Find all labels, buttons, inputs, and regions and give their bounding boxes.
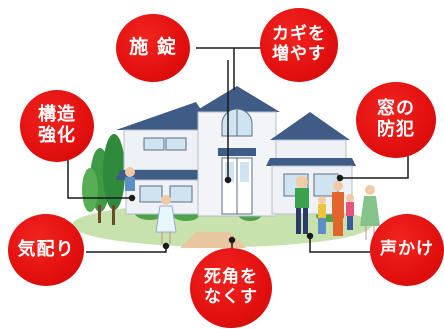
house-center	[194, 86, 280, 217]
resident-neighbor-left	[125, 167, 135, 191]
tip-attention-label: 気配り	[17, 238, 75, 260]
leader-lines	[67, 47, 409, 262]
resident-woman-dress	[155, 195, 177, 244]
leader-attention	[86, 246, 167, 253]
tip-attention-bubble: 気配り	[8, 214, 84, 286]
family-group	[295, 176, 380, 240]
tip-lock-bubble: 施 錠	[116, 14, 190, 82]
tip-keys-label: カギを 増やす	[272, 24, 326, 64]
tip-greeting-bubble: 声かけ	[370, 214, 444, 286]
tip-structure-label: 構造 強化	[38, 104, 76, 146]
tip-blindspot-label: 死角を なくす	[204, 267, 258, 307]
tip-keys-bubble: カギを 増やす	[260, 8, 338, 82]
tip-structure-bubble: 構造 強化	[20, 90, 94, 162]
tip-blindspot-bubble: 死角を なくす	[190, 248, 272, 328]
leader-greeting	[309, 236, 378, 253]
garden-path	[180, 232, 246, 248]
trees	[82, 134, 125, 225]
tip-window-label: 窓の 防犯	[377, 98, 415, 140]
tip-window-bubble: 窓の 防犯	[356, 82, 436, 158]
tip-greeting-label: 声かけ	[380, 239, 434, 260]
tip-lock-label: 施 錠	[129, 36, 177, 59]
